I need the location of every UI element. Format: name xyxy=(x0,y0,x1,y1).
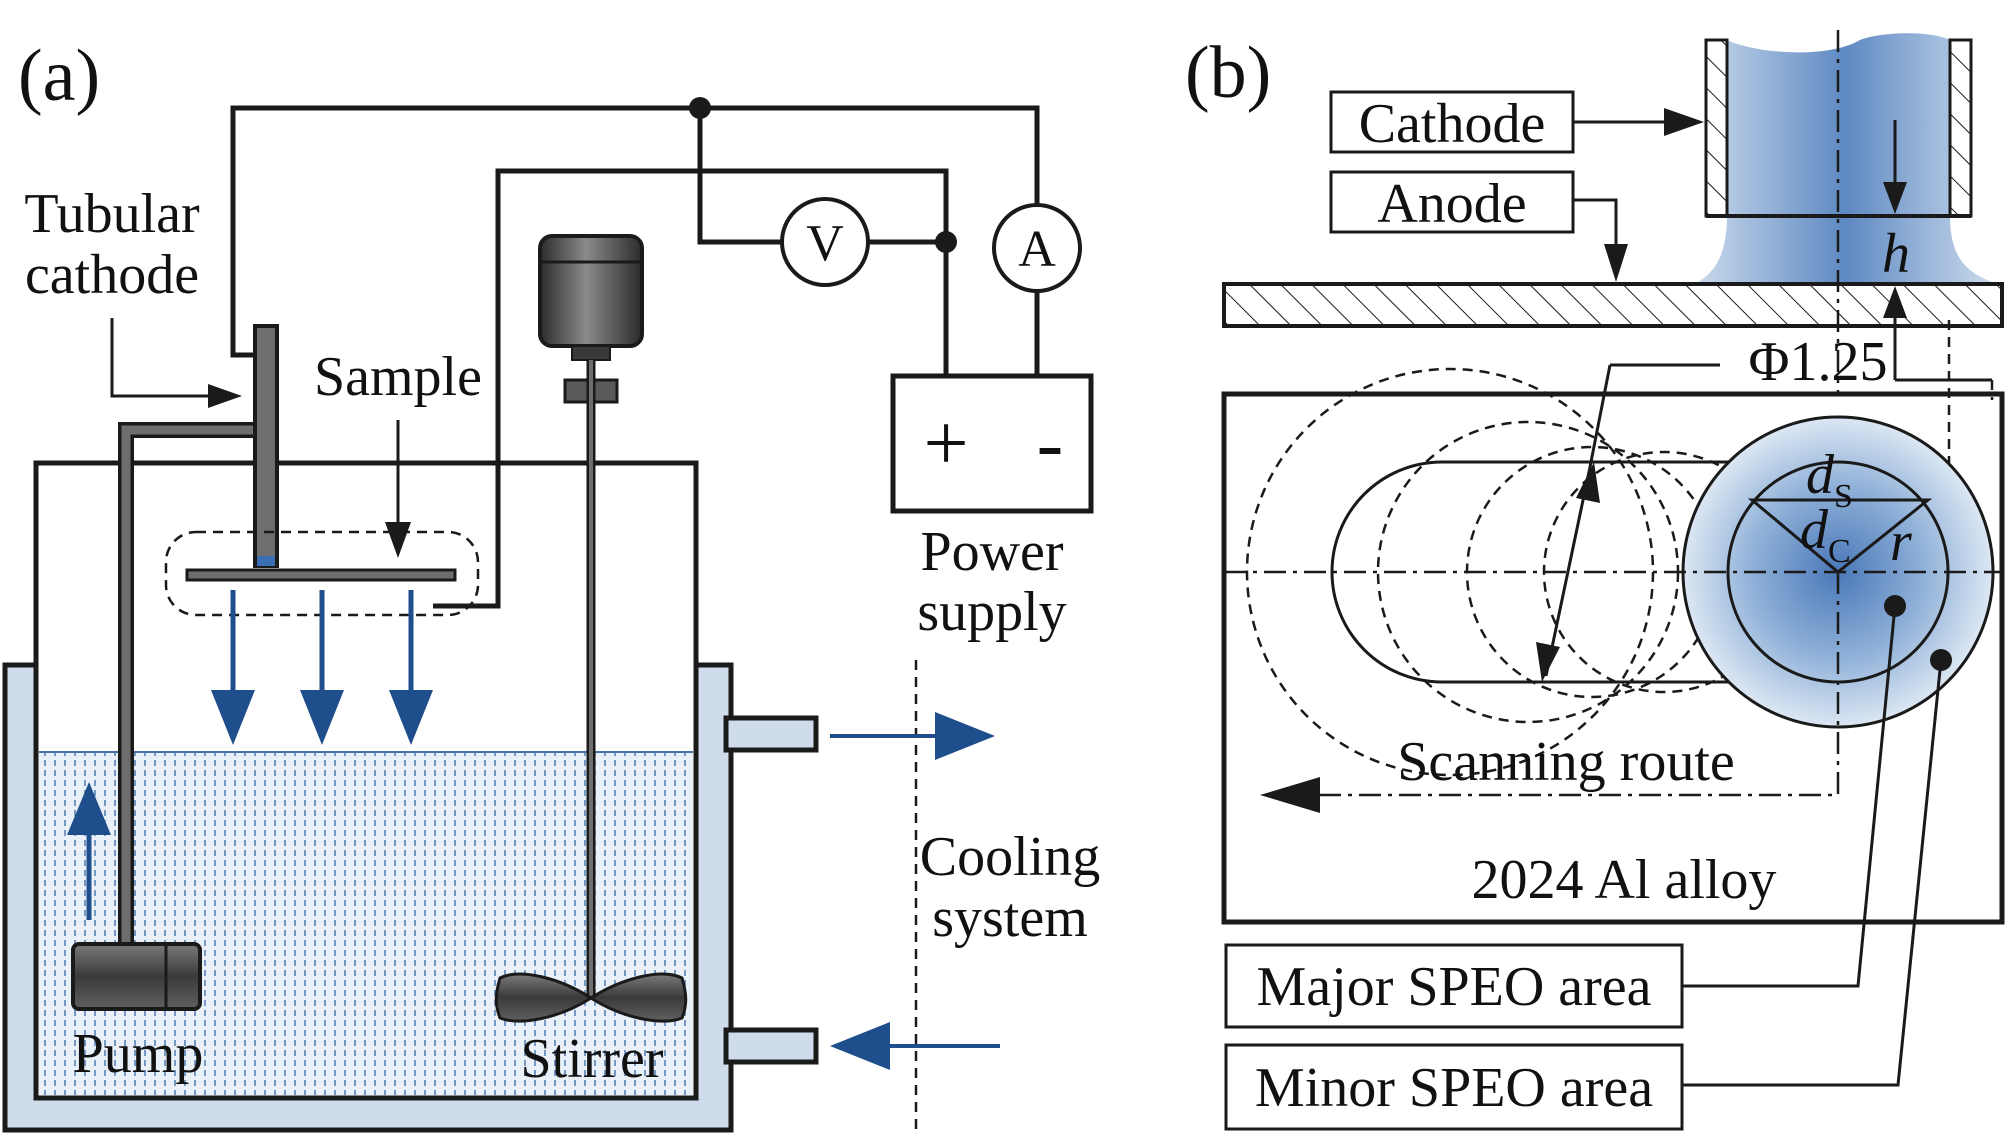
cathode-wall-left-hatch xyxy=(1706,40,1727,216)
dc-label: dC xyxy=(1800,499,1851,570)
tubular-cathode xyxy=(253,324,279,568)
tubular-cathode-label-2: cathode xyxy=(25,244,199,306)
anode-leader xyxy=(1573,198,1618,246)
scanning-route-label: Scanning route xyxy=(1397,731,1734,793)
power-minus: - xyxy=(1037,400,1064,488)
flow-arrow-3-head xyxy=(389,690,433,745)
sample-label: Sample xyxy=(314,346,482,408)
major-area-box xyxy=(1224,943,1684,1029)
stirrer-coupling xyxy=(571,345,611,361)
tubular-cathode-label-1: Tubular xyxy=(24,183,200,245)
ammeter-label: A xyxy=(1018,221,1056,278)
stirrer-motor xyxy=(538,234,644,348)
cathode-label: Cathode xyxy=(1359,93,1546,155)
scanning-route-line xyxy=(1320,572,1840,797)
cathode-wall-right-hatch xyxy=(1950,40,1971,216)
voltmeter-label: V xyxy=(806,215,844,272)
flow-arrows-down xyxy=(211,590,433,745)
minor-area-box xyxy=(1224,1043,1684,1131)
wire-cathode xyxy=(230,105,1040,358)
stirrer-label: Stirrer xyxy=(520,1028,663,1090)
wire-voltmeter-left xyxy=(697,108,782,245)
scan-track xyxy=(1330,460,1842,684)
ammeter xyxy=(992,203,1082,293)
alloy-label: 2024 Al alloy xyxy=(1472,849,1777,911)
cooling-inlet xyxy=(723,1027,819,1065)
pump xyxy=(71,942,202,1011)
diameter-dim-head-bottom xyxy=(1536,642,1560,682)
voltmeter xyxy=(780,197,870,287)
sample-plate xyxy=(185,568,457,582)
anode-arrowhead xyxy=(1604,244,1628,282)
stirrer-blade-right xyxy=(588,972,688,1023)
anode-plate-hatch xyxy=(1224,284,2002,326)
sample-arrowhead xyxy=(385,522,411,558)
scanning-route-arrowhead xyxy=(1260,777,1320,813)
pump-flow-arrow-head xyxy=(67,782,111,835)
diameter-label: Φ1.25 xyxy=(1749,331,1888,393)
h-label: h xyxy=(1882,223,1910,285)
pump-pipe xyxy=(121,425,262,960)
major-area-leader xyxy=(1682,605,1897,988)
panel-b: (b) h Cathode Anode xyxy=(1185,30,2005,1131)
anode-label-box xyxy=(1329,170,1575,234)
cooling-out-arrow-head xyxy=(935,712,995,760)
tubular-cathode-arrowhead xyxy=(208,384,242,408)
r-label: r xyxy=(1890,511,1912,573)
cooling-system-label-1: Cooling xyxy=(920,826,1100,888)
cathode-arrowhead xyxy=(1664,108,1704,136)
panel-a-label: (a) xyxy=(18,35,100,117)
electrolyte xyxy=(39,752,693,1095)
junction-top xyxy=(689,97,711,119)
panel-a: (a) V A + - Power supply Tubular cathode xyxy=(2,35,1100,1133)
panel-b-label: (b) xyxy=(1185,32,1271,114)
flow-arrow-2-head xyxy=(300,690,344,745)
minor-area-leader xyxy=(1682,659,1943,1087)
minor-area-label: Minor SPEO area xyxy=(1255,1057,1653,1119)
pump-label: Pump xyxy=(73,1023,204,1085)
cooling-outlet xyxy=(723,715,819,753)
h-dim-bottom-head xyxy=(1883,286,1907,318)
electrolyte-jet xyxy=(257,556,275,566)
power-plus: + xyxy=(923,400,968,488)
junction-right xyxy=(935,231,957,253)
cooling-in-arrow-head xyxy=(830,1022,890,1070)
anode-label: Anode xyxy=(1377,173,1526,235)
diameter-dim-head-top xyxy=(1576,462,1600,503)
stirrer-blade-left xyxy=(494,972,594,1023)
major-area-label: Major SPEO area xyxy=(1256,956,1651,1018)
flow-arrow-1-head xyxy=(211,690,255,745)
cathode-label-box xyxy=(1329,90,1575,154)
diameter-leader-drop xyxy=(1588,364,1612,468)
tubular-cathode-leader xyxy=(110,318,222,398)
cooling-system-label-2: system xyxy=(932,887,1088,949)
power-supply-label-2: supply xyxy=(917,581,1066,643)
power-supply-box xyxy=(890,373,1094,514)
wire-anode xyxy=(433,168,949,609)
ds-label: dS xyxy=(1806,444,1853,515)
power-supply-label-1: Power xyxy=(920,521,1063,583)
h-dim-top-head xyxy=(1883,182,1907,214)
electrolyte-column xyxy=(1698,33,1992,282)
diameter-dim-line xyxy=(1544,466,1592,677)
wire-voltmeter-right xyxy=(868,239,949,376)
